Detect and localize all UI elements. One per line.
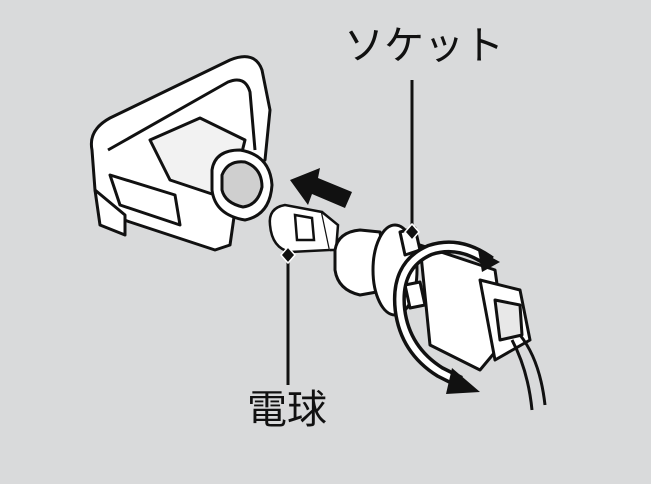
socket-label: ソケット	[344, 23, 504, 69]
bulb	[268, 203, 340, 254]
rotate-arrow	[392, 240, 500, 394]
bulb-leader-line	[280, 245, 296, 385]
insert-arrow	[290, 168, 352, 208]
bulb-label: 電球	[247, 387, 327, 433]
lamp-housing	[89, 55, 274, 252]
socket-leader-line	[404, 80, 420, 242]
socket	[333, 223, 547, 411]
